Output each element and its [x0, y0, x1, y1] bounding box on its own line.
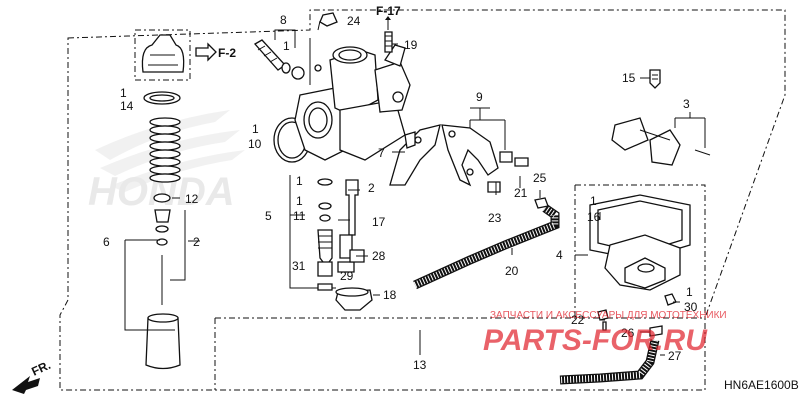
idle-screw-assembly	[253, 29, 305, 80]
carb-top-cap: F-2	[134, 29, 236, 81]
callout-2: 2	[368, 181, 375, 195]
float-bowl-boundary	[575, 184, 706, 318]
tube-clip	[534, 197, 549, 209]
callout-18: 18	[383, 288, 397, 302]
callout-15: 15	[622, 71, 636, 85]
callout-31: 31	[292, 259, 306, 273]
front-direction-indicator: FR.	[12, 358, 53, 394]
callout-4: 4	[556, 248, 563, 262]
callout-1: 1	[296, 194, 303, 208]
shop-name: PARTS-FOR.RU	[483, 324, 708, 357]
callout-13: 13	[413, 358, 427, 372]
callout-30: 30	[684, 300, 698, 314]
callout-26: 26	[621, 326, 635, 340]
pilot-screw	[384, 31, 393, 53]
callout-25: 25	[533, 171, 547, 185]
float-chamber-cap	[335, 287, 373, 311]
callout-28: 28	[372, 249, 386, 263]
callout-labels: 1 14 6 12 2 1 10 8 1 24 19 5 1 11 1 2 17…	[103, 13, 698, 372]
callout-6: 6	[103, 235, 110, 249]
carburetor-body	[294, 38, 411, 161]
callout-1: 1	[686, 285, 693, 299]
callout-22: 22	[571, 313, 585, 327]
front-label: FR.	[29, 358, 52, 379]
callout-12: 12	[185, 192, 199, 206]
throttle-valve-column	[124, 91, 186, 370]
diagram-code: HN6AE1600B	[724, 378, 799, 392]
callout-8: 8	[280, 13, 287, 27]
callout-27: 27	[668, 349, 682, 363]
front-arrow-icon	[12, 376, 40, 394]
float-valve	[649, 69, 661, 89]
callout-11: 11	[293, 209, 306, 223]
callout-29: 29	[340, 269, 354, 283]
leader-lines	[172, 20, 680, 356]
callout-10: 10	[248, 137, 262, 151]
shop-watermark: ЗАПЧАСТИ И АКСЕССУАРЫ ДЛЯ МОТОТЕХНИКИ PA…	[483, 310, 727, 357]
callout-3: 3	[683, 97, 690, 111]
callout-9: 9	[476, 90, 483, 104]
ref-f17-arrowhead	[385, 16, 391, 20]
callout-21: 21	[514, 186, 528, 200]
callout-19: 19	[404, 38, 418, 52]
callout-2: 2	[193, 235, 200, 249]
ref-f2-arrow	[195, 42, 217, 62]
callout-1: 1	[590, 194, 597, 208]
cap-nut	[319, 12, 338, 27]
ref-f17-group: F-17	[376, 4, 401, 30]
ref-f17-label: F-17	[376, 4, 401, 18]
callout-14: 14	[120, 99, 134, 113]
float-bowl	[589, 194, 691, 291]
callout-7: 7	[378, 146, 385, 160]
cable-bracket	[441, 107, 529, 193]
callout-1: 1	[283, 39, 290, 53]
callout-16: 16	[587, 210, 601, 224]
float-assembly	[611, 112, 711, 166]
callout-23: 23	[488, 211, 502, 225]
callout-17: 17	[372, 215, 386, 229]
callout-5: 5	[265, 209, 272, 223]
drain-tube	[413, 204, 560, 290]
shop-tagline: ЗАПЧАСТИ И АКСЕССУАРЫ ДЛЯ МОТОТЕХНИКИ	[490, 310, 727, 321]
ref-f2-label: F-2	[218, 46, 236, 60]
throttle-spring	[149, 117, 181, 183]
callout-1: 1	[252, 122, 259, 136]
overflow-tube	[559, 339, 660, 385]
choke-lever	[389, 124, 441, 186]
callout-20: 20	[505, 264, 519, 278]
callout-1: 1	[120, 86, 127, 100]
jet-valve-column	[289, 175, 365, 291]
callout-1: 1	[296, 174, 303, 188]
callout-24: 24	[347, 14, 361, 28]
